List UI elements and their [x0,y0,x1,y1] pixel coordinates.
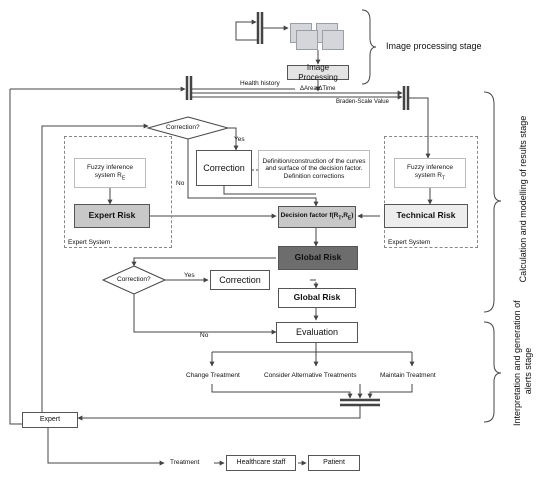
stage-image-processing: Image processing stage [386,41,482,51]
expert-system-left-frame [64,136,172,248]
consider-alternative-treatments: Consider Alternative Treatments [264,372,357,379]
correction-decision-1 [146,116,230,140]
treatment-label: Treatment [170,459,200,466]
image-stage-brace [361,9,377,85]
yes-label-1: Yes [234,136,245,143]
fuzzy-expert-box: Fuzzy inference system RE [74,158,146,188]
correction-box-2: Correction [210,270,270,290]
healthcare-staff-box: Healthcare staff [226,455,296,471]
expert-risk-box: Expert Risk [74,204,150,228]
braden-scale-label: Braden-Scale Value [336,99,389,105]
stage-interpretation: Interpretation and generation of alerts … [512,300,535,426]
health-history-label: Health history [240,80,280,87]
expert-system-right-label: Expert System [388,239,431,246]
global-risk-box-1: Global Risk [278,246,358,270]
technical-risk-box: Technical Risk [384,204,468,228]
calc-stage-brace [483,91,502,313]
interp-stage-brace [483,321,502,423]
maintain-treatment: Maintain Treatment [380,372,436,379]
stage-interpretation-line1: Interpretation and generation of [512,300,522,426]
delta-area-label: ΔArea/ΔTime [300,86,336,92]
patient-box: Patient [308,455,360,471]
expert-system-left-label: Expert System [68,239,111,246]
evaluation-box: Evaluation [276,322,358,343]
stage-calculation-line1: Calculation and modelling of results sta… [518,115,528,283]
correction-question-2: Correction? [117,276,151,283]
expert-system-right-frame [384,136,478,248]
fuzzy-technical-box: Fuzzy inference system RT [394,158,466,188]
image-thumbnail-3 [296,30,318,50]
stage-calculation: Calculation and modelling of results sta… [518,104,529,294]
fuzzy-expert-line2: system RE [94,171,126,181]
stage-interpretation-line2: alerts stage [523,347,534,395]
change-treatment: Change Treatment [186,372,240,379]
no-label-1: No [176,180,185,187]
correction-box-1: Correction [196,150,252,186]
expert-box: Expert [22,412,78,428]
no-label-2: No [200,332,209,339]
yes-label-2: Yes [184,272,195,279]
fuzzy-technical-line1: Fuzzy inference [407,164,453,172]
decision-factor-box: Decision factor f(RT,RE) [278,206,356,228]
fuzzy-technical-line2: system RT [414,171,446,181]
image-processing-box: Image Processing [287,63,349,82]
image-thumbnail-4 [322,30,344,50]
correction-question-1: Correction? [166,124,200,131]
definition-note: Definition/construction of the curves an… [258,150,370,188]
global-risk-box-2: Global Risk [278,288,356,308]
fuzzy-expert-line1: Fuzzy inference [87,164,133,172]
correction-decision-2 [101,265,167,295]
